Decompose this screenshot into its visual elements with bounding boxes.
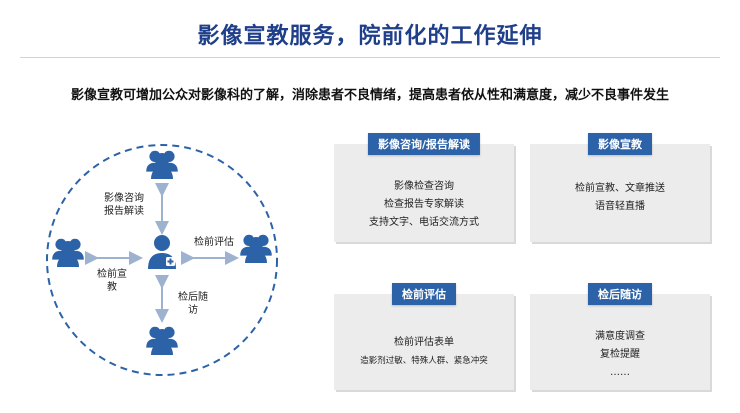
card-line: 造影剂过敏、特殊人群、紧急冲突 [360, 356, 488, 366]
card-title: 影像咨询/报告解读 [367, 133, 481, 155]
label-consult: 影像咨询 报告解读 [104, 193, 144, 217]
card-consult: 影像咨询/报告解读 影像检查咨询 检查报告专家解读 支持文字、电话交流方式 [334, 133, 514, 242]
title-divider [20, 57, 720, 58]
card-line: 语音轻直播 [595, 201, 645, 212]
card-followup: 检后随访 满意度调查 复检提醒 …… [530, 283, 710, 390]
page-subtitle: 影像宣教可增加公众对影像科的了解，消除患者不良情绪，提高患者依从性和满意度，减少… [70, 88, 669, 103]
doctor-icon [148, 235, 176, 269]
label-pre-assessment: 检前评估 [194, 237, 234, 248]
service-diagram: 影像咨询 报告解读 检前评估 检后随 访 检前宣 教 [30, 140, 320, 400]
card-title: 检前评估 [392, 283, 456, 305]
arrows [85, 183, 239, 323]
page-title: 影像宣教服务，院前化的工作延伸 [197, 24, 543, 49]
card-assessment: 检前评估 检前评估表单 造影剂过敏、特殊人群、紧急冲突 [334, 283, 514, 390]
card-line: 支持文字、电话交流方式 [369, 217, 479, 228]
label-followup: 检后随 访 [178, 292, 208, 316]
people-left-icon [52, 239, 84, 267]
card-title: 影像宣教 [588, 133, 652, 155]
card-education: 影像宣教 检前宣教、文章推送 语音轻直播 [530, 133, 710, 242]
label-pre-education: 检前宣 教 [97, 269, 127, 293]
card-line: 检前宣教、文章推送 [575, 183, 665, 194]
card-line: 复检提醒 [600, 349, 640, 360]
card-line: 满意度调查 [595, 331, 645, 342]
card-title: 检后随访 [588, 283, 652, 305]
card-line: 检前评估表单 [394, 337, 454, 348]
people-top-icon [146, 151, 178, 179]
dashed-ring [46, 144, 278, 376]
people-bottom-icon [146, 327, 178, 355]
people-right-icon [240, 235, 272, 263]
card-line: …… [610, 367, 630, 378]
card-line: 检查报告专家解读 [384, 199, 464, 210]
diagram-graphic [46, 144, 278, 376]
card-line: 影像检查咨询 [394, 181, 454, 192]
